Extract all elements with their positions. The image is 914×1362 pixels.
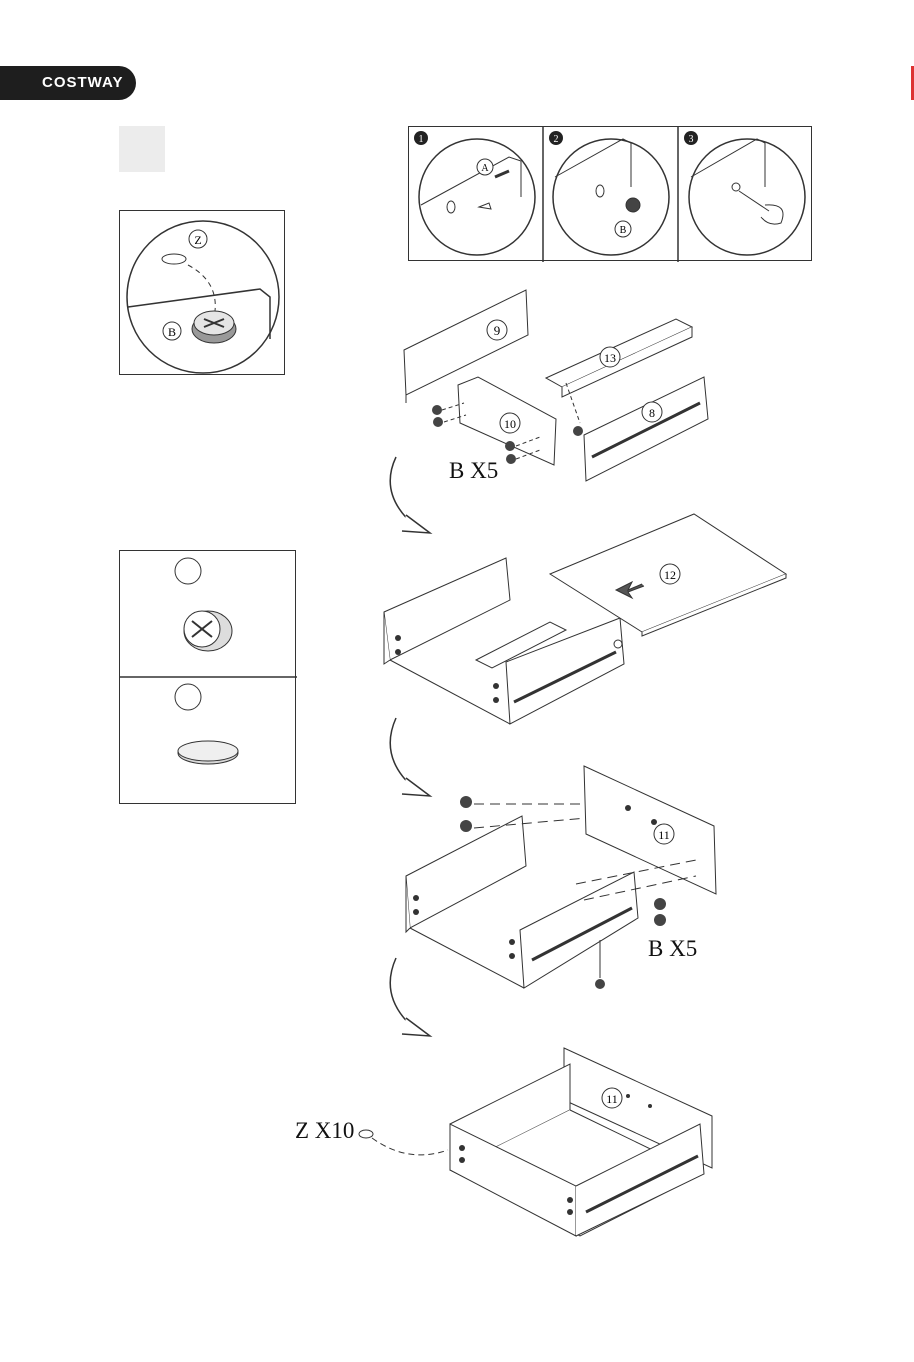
detail-step-1-number: 1 [419,134,424,145]
z-circle-label: Z [194,233,201,247]
part-11-label: 11 [658,828,670,842]
detail-steps-panel: 1 A 2 B 3 [408,126,812,261]
cam-lock-cap-illustration: Z B [120,211,286,376]
part-8-label: 8 [649,406,655,420]
part-13-label: 13 [604,351,616,365]
part-11-final-label: 11 [606,1092,618,1106]
bottom-board-insertion-illustration: 12 [380,512,790,727]
hardware-legend-illustration [120,551,297,805]
b-circle-label-step2: B [620,225,627,236]
hardware-legend-inset [119,550,296,804]
sequence-arrow-3 [376,956,436,1040]
cap-quantity: Z X10 [295,1118,354,1144]
a-circle-label: A [481,163,489,174]
brand-logo: COSTWAY [0,66,136,100]
part-9-label: 9 [494,323,501,338]
detail-steps-illustration: 1 A 2 B 3 [409,127,813,262]
cam-lock-quantity-second: B X5 [648,936,697,962]
detail-step-2-number: 2 [554,134,559,145]
assembled-drawer-illustration: 11 [300,1040,716,1244]
detail-step-3-number: 3 [689,134,694,145]
part-10-label: 10 [504,417,516,431]
part-12-label: 12 [664,568,676,582]
cam-lock-quantity-first: B X5 [449,458,498,484]
cam-lock-cap-inset: Z B [119,210,285,375]
b-circle-label: B [168,325,176,339]
step-number-box [119,126,165,172]
